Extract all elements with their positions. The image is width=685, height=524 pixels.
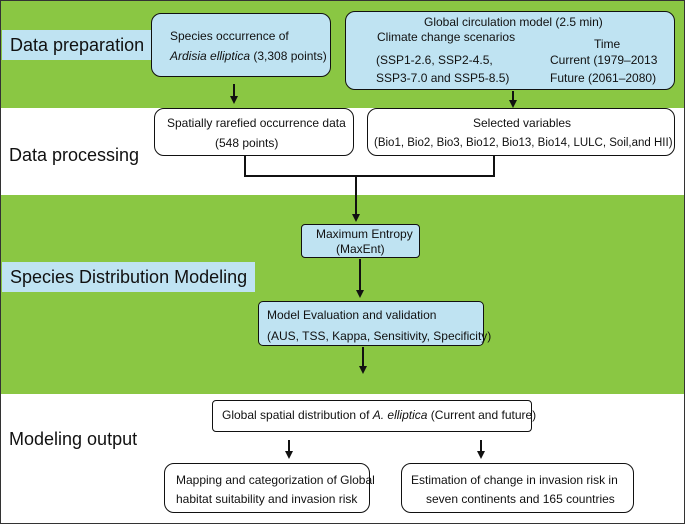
mapping-box: Mapping and categorization of Global hab…: [164, 463, 375, 513]
scenarios-title: Climate change scenarios: [377, 30, 516, 44]
maxent-line2: (MaxEnt): [336, 242, 385, 256]
species-occurrence-line1: Species occurrence of: [170, 29, 289, 43]
evaluation-line2: (AUS, TSS, Kappa, Sensitivity, Specifici…: [267, 329, 492, 343]
global-distribution-box: Global spatial distribution of A. ellipt…: [212, 400, 536, 432]
evaluation-box: Model Evaluation and validation (AUS, TS…: [258, 301, 491, 346]
global-distribution-pre: Global spatial distribution of: [222, 408, 373, 422]
section-label-modeling-output: Modeling output: [9, 429, 138, 449]
species-occurrence-box: Species occurrence of Ardisia elliptica …: [151, 13, 331, 77]
evaluation-line1: Model Evaluation and validation: [267, 308, 437, 322]
mapping-line1: Mapping and categorization of Global: [176, 473, 375, 487]
global-distribution-post: (Current and future): [427, 408, 537, 422]
time-future: Future (2061–2080): [550, 71, 657, 85]
section-label-data-processing: Data processing: [9, 145, 140, 165]
gcm-title: Global circulation model (2.5 min): [424, 15, 603, 29]
merge-line: [244, 156, 495, 177]
maxent-box: Maximum Entropy (MaxEnt): [301, 224, 420, 258]
section-label-species-distribution-modeling: Species Distribution Modeling: [2, 262, 256, 292]
rarefied-line1: Spatially rarefied occurrence data: [167, 116, 346, 130]
maxent-line1: Maximum Entropy: [316, 227, 413, 241]
species-name: Ardisia elliptica: [170, 49, 251, 63]
rarefied-box: Spatially rarefied occurrence data (548 …: [154, 108, 354, 156]
selected-variables-box: Selected variables (Bio1, Bio2, Bio3, Bi…: [367, 108, 675, 156]
gcm-box: Global circulation model (2.5 min) Clima…: [345, 11, 675, 90]
scenarios-line1: (SSP1-2.6, SSP2-4.5,: [376, 53, 493, 67]
global-distribution-species: A. elliptica: [372, 408, 428, 422]
estimation-box: Estimation of change in invasion risk in…: [401, 463, 634, 513]
estimation-line2: seven continents and 165 countries: [426, 492, 615, 506]
section-label-data-preparation: Data preparation: [2, 30, 153, 60]
time-current: Current (1979–2013: [550, 53, 658, 67]
mapping-line2: habitat suitability and invasion risk: [176, 492, 358, 506]
species-points: (3,308 points): [250, 49, 327, 63]
selected-variables-line1: Selected variables: [473, 116, 572, 130]
scenarios-line2: SSP3-7.0 and SSP5-8.5): [376, 71, 510, 85]
time-title: Time: [594, 37, 621, 51]
species-occurrence-line2: Ardisia elliptica (3,308 points): [170, 49, 327, 64]
rarefied-line2: (548 points): [215, 136, 279, 150]
global-distribution-text: Global spatial distribution of A. ellipt…: [222, 408, 536, 423]
selected-variables-line2: (Bio1, Bio2, Bio3, Bio12, Bio13, Bio14, …: [374, 137, 673, 149]
estimation-line1: Estimation of change in invasion risk in: [411, 473, 618, 487]
